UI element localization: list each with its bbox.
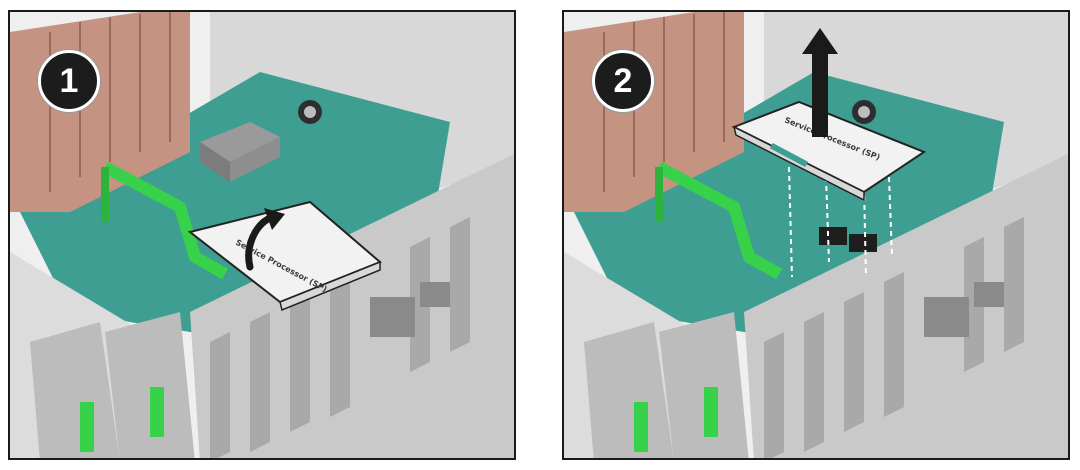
sp-connector (819, 227, 847, 245)
rear-chassis-wall (190, 153, 514, 458)
drive-bay (584, 322, 674, 458)
sp-connector (849, 234, 877, 252)
drive-bay (105, 312, 195, 458)
green-handle (656, 161, 782, 280)
drive-latch (634, 402, 648, 452)
step-2-illustration: Service Processor (SP) (564, 12, 1068, 458)
drive-latch (704, 387, 718, 437)
drive-latch (150, 387, 164, 437)
port-block (370, 297, 415, 337)
step-1-illustration: Service Processor (SP) (10, 12, 514, 458)
drive-latch (80, 402, 94, 452)
drive-bay (659, 312, 749, 458)
step-number-badge: 2 (592, 50, 654, 112)
alignment-guides (788, 166, 893, 278)
drive-bay (30, 322, 120, 458)
step-1-panel: Service Processor (SP) 1 (8, 10, 516, 460)
chip-heatsink (200, 122, 280, 162)
green-handle (102, 161, 228, 280)
port-block (924, 297, 969, 337)
step-2-panel: Service Processor (SP) 2 (562, 10, 1070, 460)
step-number-badge: 1 (38, 50, 100, 112)
rear-chassis-wall (744, 153, 1068, 458)
up-arrow-icon (812, 52, 828, 137)
curved-arrow-icon (245, 213, 276, 271)
